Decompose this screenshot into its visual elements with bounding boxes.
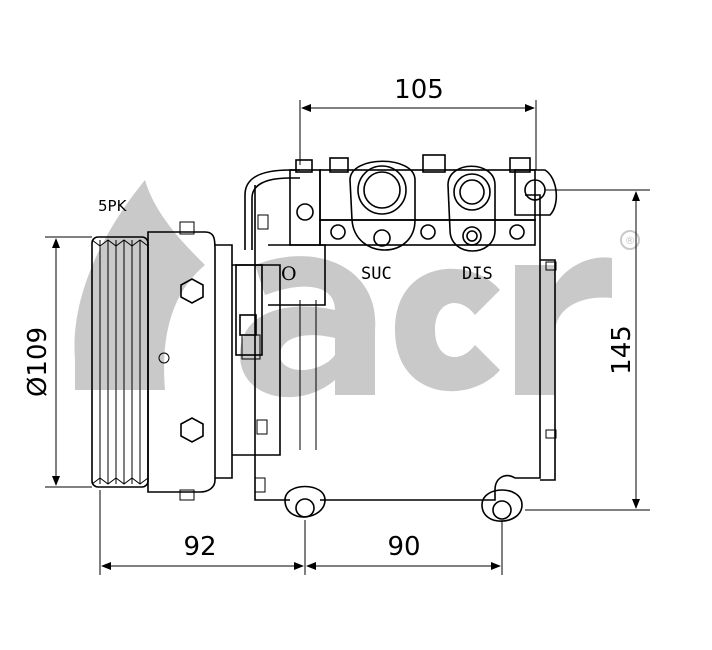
dimension-right-height: 145 <box>525 189 650 511</box>
clutch-hub <box>147 221 233 501</box>
suction-port-label: SUC <box>361 264 392 284</box>
compressor-body <box>232 154 558 522</box>
dim-92-text: 92 <box>183 532 216 562</box>
dimension-top-width: 105 <box>299 75 537 170</box>
dimension-bottom: 92 90 <box>99 490 503 575</box>
dim-90-text: 90 <box>387 532 420 562</box>
discharge-port-label: DIS <box>462 264 493 284</box>
pulley <box>91 236 149 488</box>
dim-145-text: 145 <box>607 325 637 375</box>
o-port-label: O <box>281 263 297 285</box>
dimension-pulley-diameter: Ø109 <box>23 236 92 488</box>
dim-109-text: Ø109 <box>23 327 53 397</box>
belt-label: 5PK <box>98 197 128 215</box>
registered-mark: ® <box>625 234 636 247</box>
dim-105-text: 105 <box>394 75 444 105</box>
